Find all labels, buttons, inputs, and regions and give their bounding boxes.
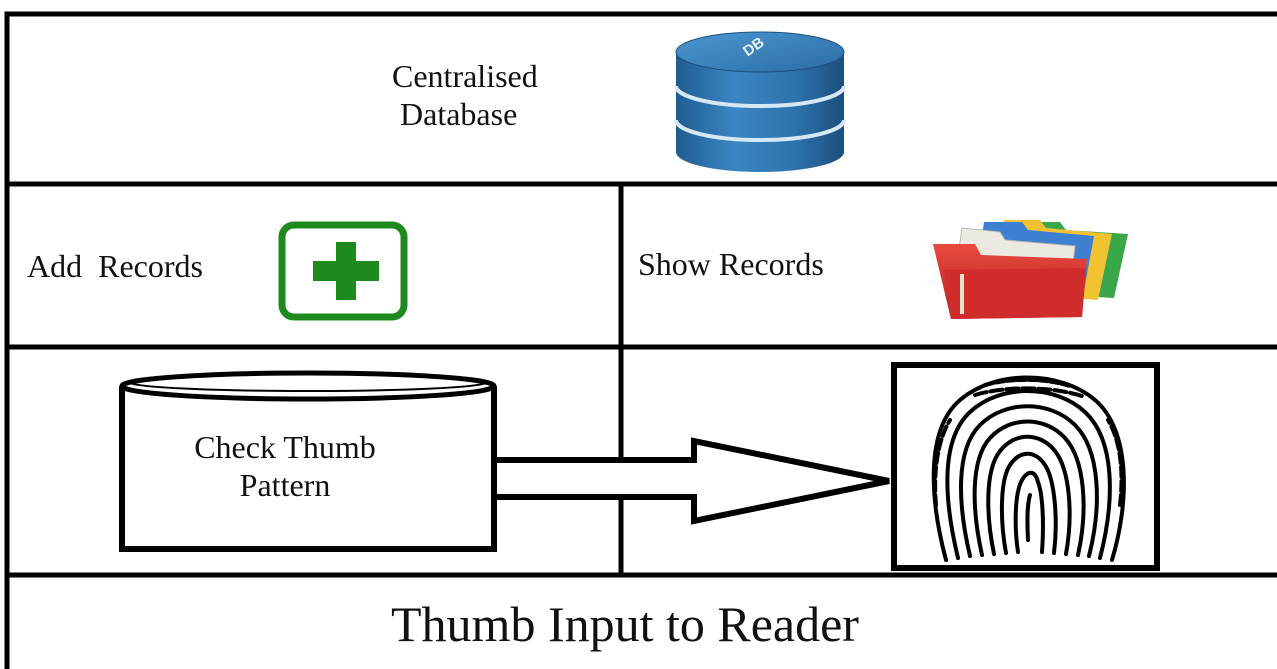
- check-pattern-label-line1: Check Thumb: [194, 429, 376, 465]
- check-pattern-label: Check Thumb Pattern: [150, 428, 420, 505]
- green-plus-icon: [278, 221, 408, 321]
- hollow-arrow-right: [491, 437, 890, 525]
- outer-border: [4, 11, 1277, 669]
- show-records-label: Show Records: [638, 246, 824, 282]
- footer-label: Thumb Input to Reader: [391, 596, 859, 652]
- check-pattern-cylinder: [119, 370, 497, 552]
- database-label-line1: Centralised: [392, 58, 538, 94]
- fingerprint-icon: [931, 375, 1126, 562]
- grid-frame: [4, 11, 1277, 669]
- check-pattern-label-line2: Pattern: [239, 467, 331, 504]
- database-label: Centralised Database: [392, 57, 538, 134]
- database-cylinder-icon: DB: [674, 31, 846, 172]
- colored-folders-icon: [933, 220, 1128, 319]
- database-label-line2: Database: [400, 96, 518, 133]
- add-records-label: Add Records: [27, 248, 203, 284]
